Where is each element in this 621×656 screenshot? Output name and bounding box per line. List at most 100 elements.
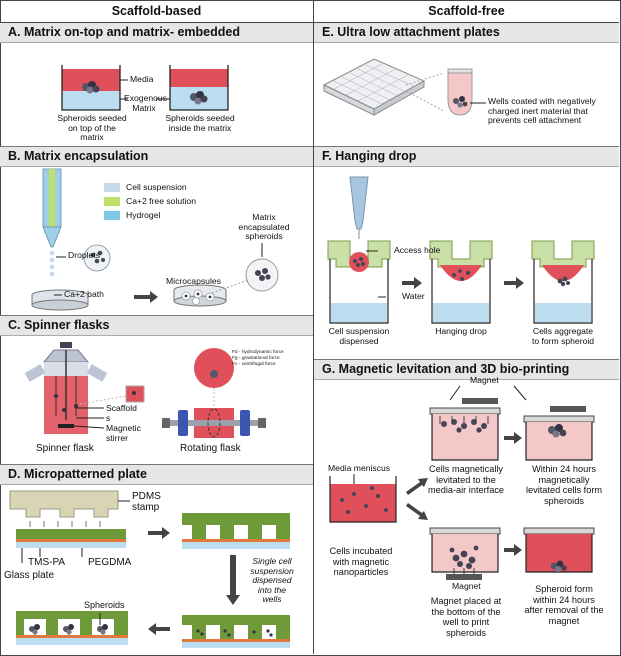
hanging-plate-3 (531, 240, 595, 268)
label-droplets: Droplets (68, 250, 100, 260)
panel-e-title: E. Ultra low attachment plates (314, 23, 619, 43)
droplets (49, 250, 55, 277)
spheroid-icon (82, 81, 100, 94)
label-cells-aggregate: Cells aggregate to form spheroid (531, 326, 595, 346)
label-magnetically-levitated: Cells magnetically levitated to the medi… (427, 464, 505, 495)
label-spinner-flask: Spinner flask (36, 443, 94, 454)
panel-g-drawing (329, 385, 595, 580)
label-magnetic-stirrer: Magnetic stirrer (106, 423, 141, 443)
panel-e: E. Ultra low attachment plates Wells coa… (314, 23, 619, 147)
label-access-hole: Access hole (394, 245, 441, 255)
legend-swatch-hydrogel (104, 211, 120, 220)
label-seeded-top: Spheroids seeded on top of the matrix (57, 113, 127, 142)
label-hanging-drop: Hanging drop (435, 326, 487, 336)
header-scaffold-based: Scaffold-based (0, 0, 313, 23)
legend-swatch-ca (104, 197, 120, 206)
panel-f: F. Hanging drop Access hole Water Cell s… (314, 147, 619, 360)
incubated-well (330, 484, 396, 522)
magnet-top-2 (550, 406, 586, 412)
panel-d-title: D. Micropatterned plate (0, 465, 313, 485)
arrow-down-right-icon (406, 503, 428, 520)
arrow-left-icon (148, 623, 170, 635)
panel-a-title: A. Matrix on-top and matrix- embedded (0, 23, 313, 43)
arrow-right-icon (148, 527, 170, 539)
legend-ca-free: Ca+2 free solution (126, 196, 196, 206)
label-magnet-top: Magnet (470, 375, 499, 385)
label-spheroid-form: Spheroid form within 24 hours after remo… (524, 584, 604, 626)
panel-b: B. Matrix encapsulation (0, 147, 313, 316)
panel-b-title: B. Matrix encapsulation (0, 147, 313, 167)
magnet-bottom (446, 574, 482, 580)
label-magnet-placed: Magnet placed at the bottom of the well … (430, 596, 502, 638)
spheroid-icon (548, 424, 567, 438)
magnet-top-1 (462, 398, 498, 404)
header-scaffold-free: Scaffold-free (314, 0, 619, 23)
well2-media (170, 69, 228, 87)
legend-swatch-cell (104, 183, 120, 192)
hanging-plate-2 (429, 240, 493, 268)
spheroid-icon (97, 624, 108, 635)
spheroid-icon (550, 560, 567, 572)
panel-f-drawing (327, 176, 595, 324)
arrow-right-icon (504, 544, 522, 556)
label-ca-bath: Ca+2 bath (64, 289, 104, 299)
aggregate-drop (542, 265, 584, 281)
label-media-meniscus: Media meniscus (328, 463, 391, 473)
panel-a-drawing (61, 65, 229, 111)
stir-bar (58, 424, 74, 428)
spheroid-icon (29, 624, 40, 635)
pdms-stamp (9, 490, 119, 518)
spheroid-icon (453, 96, 468, 108)
panel-c-drawing (24, 342, 266, 438)
hanging-drop (440, 265, 482, 281)
arrow-right-icon (134, 291, 158, 303)
legend-hydrogel: Hydrogel (126, 210, 161, 220)
arrow-right-icon (504, 277, 524, 289)
well1-matrix (62, 91, 120, 110)
panel-d-drawing (9, 490, 290, 648)
label-rotating-flask: Rotating flask (180, 443, 241, 454)
panel-e-drawing (322, 58, 486, 116)
well2-wall (169, 65, 229, 111)
label-magnet-bottom: Magnet (452, 581, 481, 591)
label-media: Media (130, 74, 154, 84)
arrow-right-icon (504, 432, 522, 444)
spheroid-icon (190, 91, 208, 105)
label-tms-pa: TMS-PA (28, 557, 66, 568)
pegdma-layer (16, 529, 126, 539)
label-exogenous-matrix: Exogenous Matrix (124, 93, 168, 113)
panel-g: G. Magnetic levitation and 3D bio-printi… (314, 360, 619, 654)
label-force-fg: Fg - gravitational force (232, 356, 280, 361)
label-cell-suspension-dispensed: Cell suspension dispensed (328, 326, 390, 346)
well1-wall (61, 65, 121, 111)
panel-d: D. Micropatterned plate (0, 465, 313, 654)
panel-b-drawing (31, 168, 279, 311)
label-force-fc: Fc - centrifugal force (232, 362, 276, 367)
glass-plate (16, 542, 126, 548)
label-pegdma: PEGDMA (88, 557, 132, 568)
label-glass-plate: Glass plate (4, 570, 55, 581)
legend-cell-suspension: Cell suspension (126, 182, 187, 192)
flask-cap (60, 342, 72, 348)
wells-with-cells (182, 615, 290, 639)
label-spheroids: Spheroids (84, 600, 125, 610)
label-seeded-inside: Spheroids seeded inside the matrix (165, 113, 235, 133)
label-force-fd: Fd - hydrodynamic force (232, 350, 284, 355)
arrow-down-icon (226, 555, 240, 605)
nozzle-tip (42, 226, 62, 248)
label-scaffold: Scaffold (106, 403, 137, 413)
spheroid-icon (63, 624, 74, 635)
panel-f-title: F. Hanging drop (314, 147, 619, 167)
arrow-up-right-icon (406, 478, 428, 495)
panel-c-title: C. Spinner flasks (0, 316, 313, 336)
label-matrix-encapsulated: Matrix encapsulated spheroids (238, 212, 290, 241)
well1-media (62, 69, 120, 91)
nozzle-core (49, 169, 55, 227)
panel-a: A. Matrix on-top and matrix- embedded Me… (0, 23, 313, 147)
rotating-sphere-zoom (194, 348, 234, 388)
label-within-24-hours: Within 24 hours magnetically levitated c… (525, 464, 603, 506)
column-divider (313, 0, 314, 654)
panel-c: C. Spinner flasks Scaffold s Magnetic st… (0, 316, 313, 465)
panel-g-title: G. Magnetic levitation and 3D bio-printi… (314, 360, 619, 380)
label-cells-incubated: Cells incubated with magnetic nanopartic… (329, 546, 393, 577)
